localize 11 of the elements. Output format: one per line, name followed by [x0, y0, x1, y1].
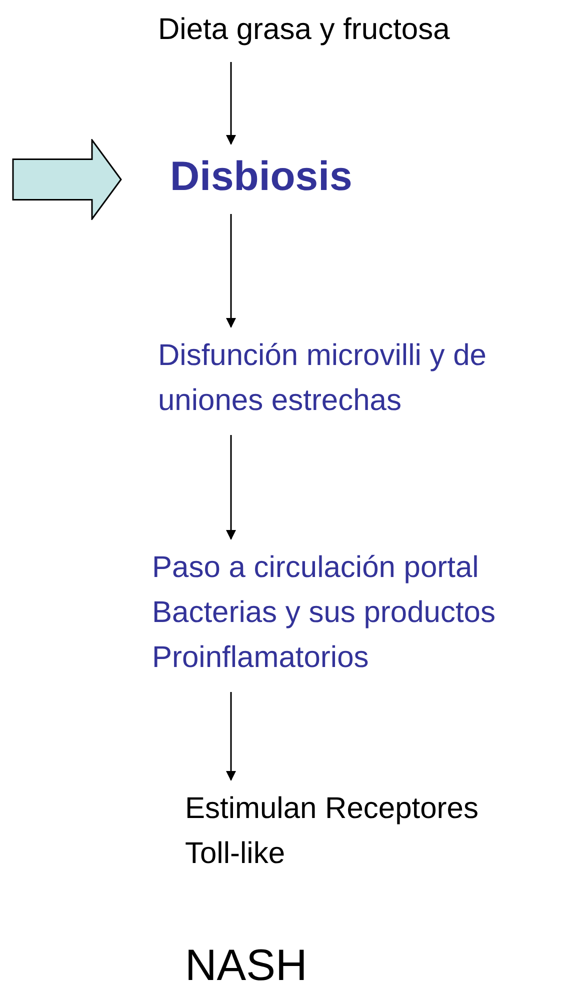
step-text: Estimulan Receptores Toll-like	[185, 786, 520, 876]
step-text: Disfunción microvilli y de uniones estrechas	[158, 333, 550, 423]
arrow	[226, 214, 236, 328]
block-arrow	[12, 139, 122, 220]
arrow	[226, 692, 236, 781]
arrow	[226, 62, 236, 145]
step-text: Disbiosis	[170, 150, 400, 202]
step-text: NASH	[185, 938, 345, 986]
step-text: Dieta grasa y fructosa	[158, 10, 538, 50]
arrow	[226, 435, 236, 540]
step-text: Paso a circulación portal Bacterias y sus productos Proinflamatorios	[152, 545, 584, 680]
